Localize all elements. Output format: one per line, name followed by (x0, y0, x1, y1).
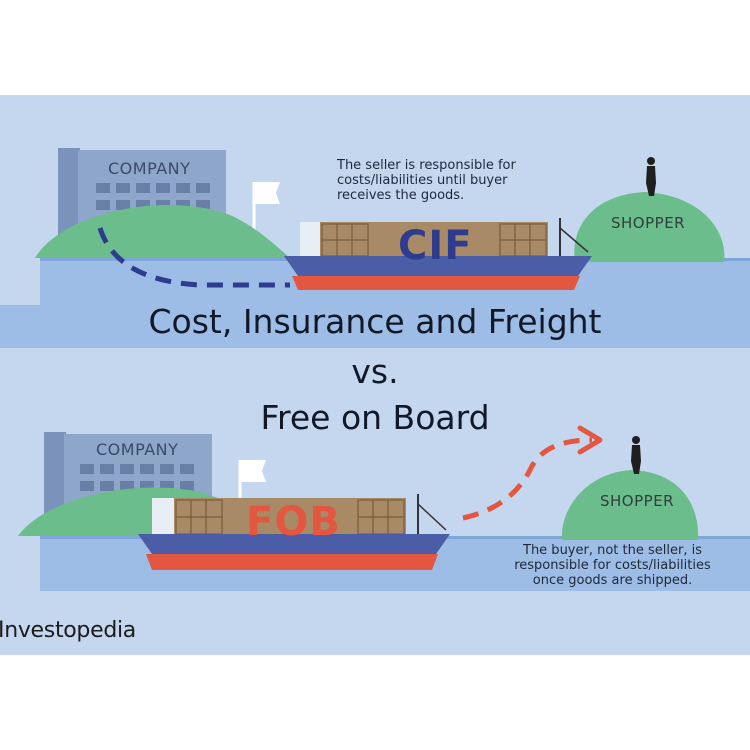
cif-caption-line: receives the goods. (337, 188, 547, 203)
fob-ship-label: FOB (246, 499, 341, 545)
cif-ship-label: CIF (398, 223, 473, 269)
title-line-2: vs. (0, 352, 750, 392)
cif-shopper-label: SHOPPER (611, 214, 685, 232)
fob-caption-line: The buyer, not the seller, is (500, 543, 725, 558)
cif-caption: The seller is responsible for costs/liab… (337, 158, 547, 203)
title-line-1: Cost, Insurance and Freight (0, 302, 750, 342)
brand-logo-text: Investopedia (0, 618, 136, 643)
cif-caption-line: The seller is responsible for (337, 158, 547, 173)
fob-company-label: COMPANY (96, 440, 178, 459)
cif-caption-line: costs/liabilities until buyer (337, 173, 547, 188)
fob-caption: The buyer, not the seller, is responsibl… (500, 543, 725, 588)
cif-company-label: COMPANY (108, 159, 190, 178)
title-line-3: Free on Board (0, 398, 750, 438)
fob-caption-line: responsible for costs/liabilities (500, 558, 725, 573)
fob-shopper-label: SHOPPER (600, 492, 674, 510)
fob-caption-line: once goods are shipped. (500, 573, 725, 588)
